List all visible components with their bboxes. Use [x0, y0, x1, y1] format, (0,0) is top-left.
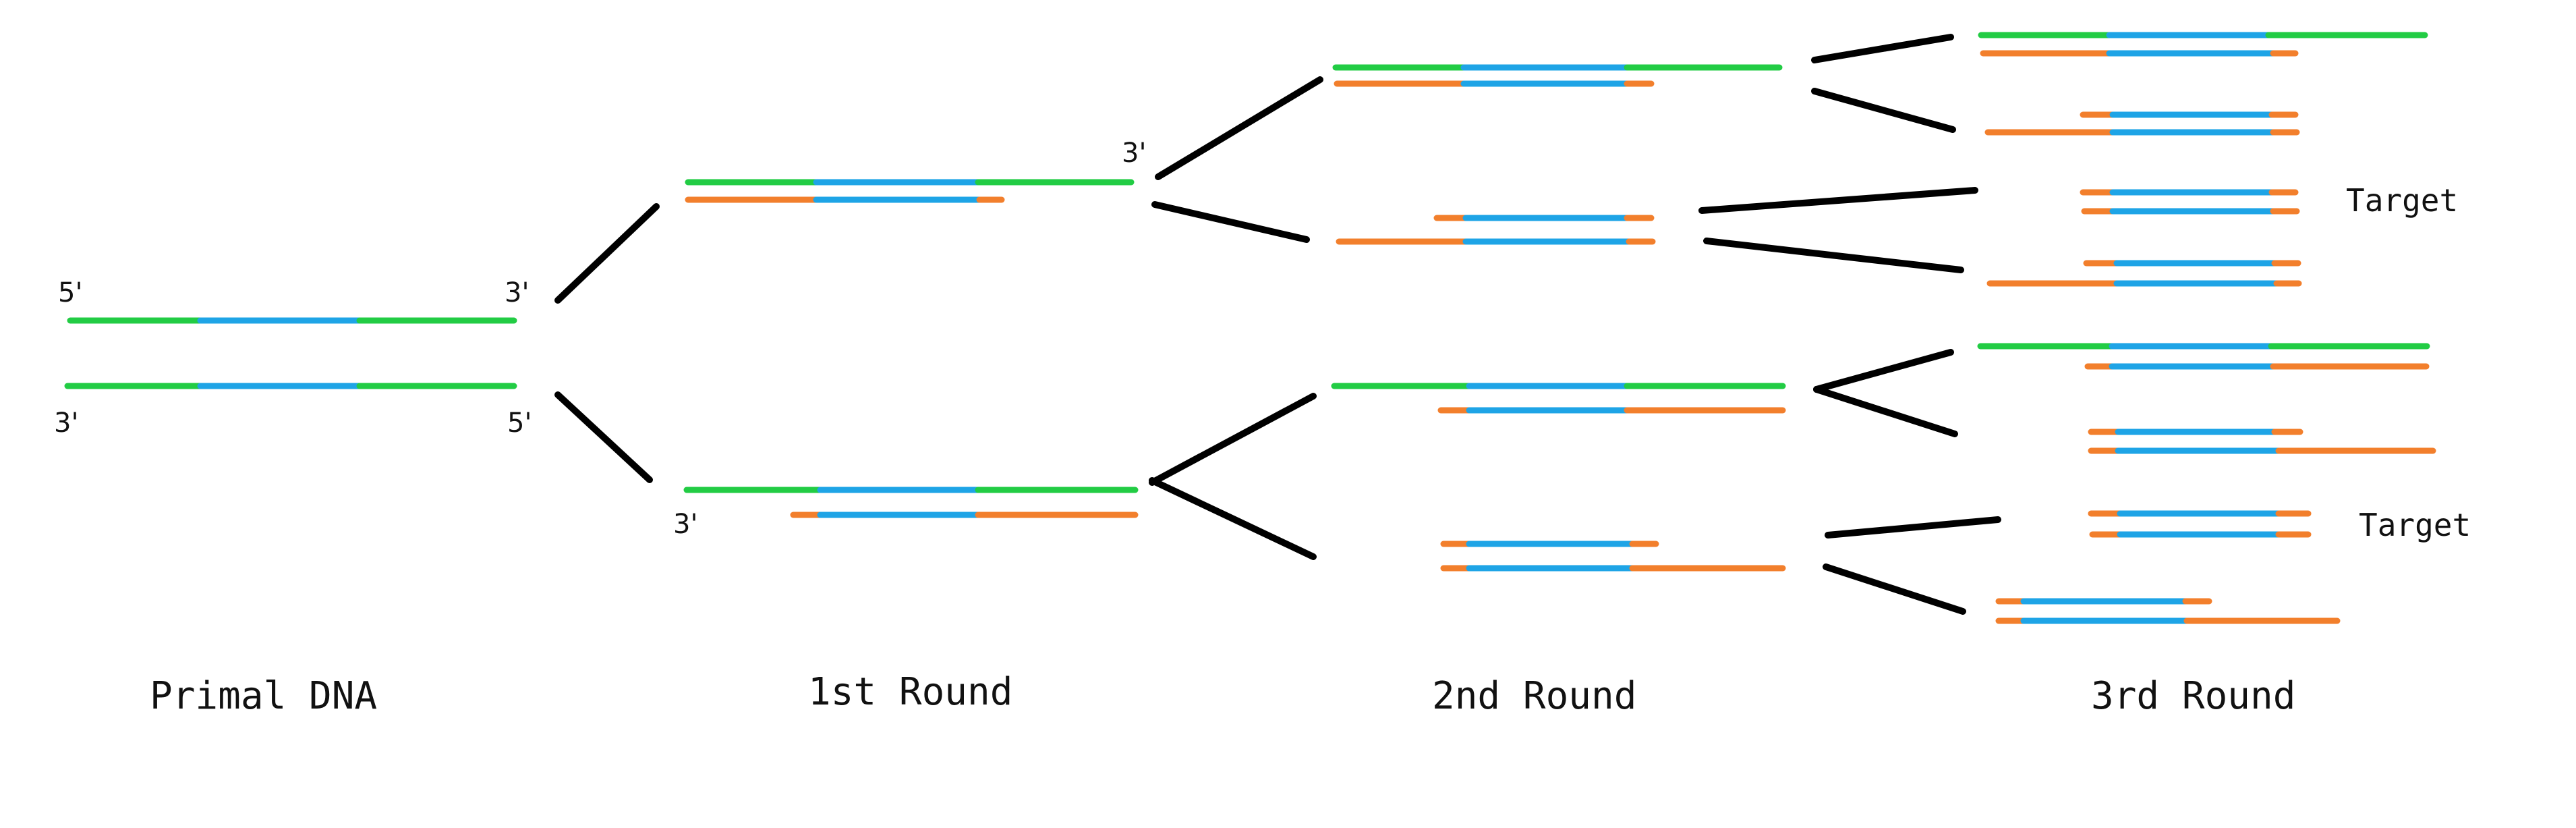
branch-connector-1 — [554, 203, 660, 304]
branch-connector-14 — [1823, 563, 1966, 615]
stage-label-2nd-round: 2nd Round — [1432, 674, 1636, 718]
branch-connector-5 — [1149, 393, 1317, 486]
branch-connector-10 — [1703, 238, 1964, 273]
branch-connectors — [554, 34, 2001, 615]
dna-strands — [64, 32, 2436, 624]
branch-connector-8 — [1811, 88, 1956, 133]
target-label-upper: Target — [2346, 182, 2458, 219]
branch-connector-6 — [1149, 477, 1317, 560]
branch-connector-2 — [554, 391, 653, 483]
end-label-round1-top-right: 3' — [1122, 138, 1146, 169]
end-label-round1-bottom-left: 3' — [673, 509, 697, 540]
stage-label-3rd-round: 3rd Round — [2091, 674, 2295, 718]
end-label-primal-bottom-left: 3' — [54, 408, 78, 439]
branch-connector-4 — [1151, 201, 1310, 243]
branch-connector-9 — [1698, 187, 1978, 214]
end-label-primal-top-left: 5' — [58, 277, 82, 308]
branch-connector-11 — [1813, 349, 1954, 393]
branch-connector-12 — [1813, 386, 1958, 437]
stage-label-1st-round: 1st Round — [808, 670, 1012, 714]
branch-connector-3 — [1155, 76, 1323, 180]
branch-connector-13 — [1825, 516, 2001, 539]
stage-label-primal-dna: Primal DNA — [150, 674, 377, 718]
target-label-lower: Target — [2359, 507, 2471, 543]
end-label-primal-top-right: 3' — [505, 277, 529, 308]
end-label-primal-bottom-right: 5' — [507, 408, 532, 439]
branch-connector-7 — [1811, 34, 1954, 63]
